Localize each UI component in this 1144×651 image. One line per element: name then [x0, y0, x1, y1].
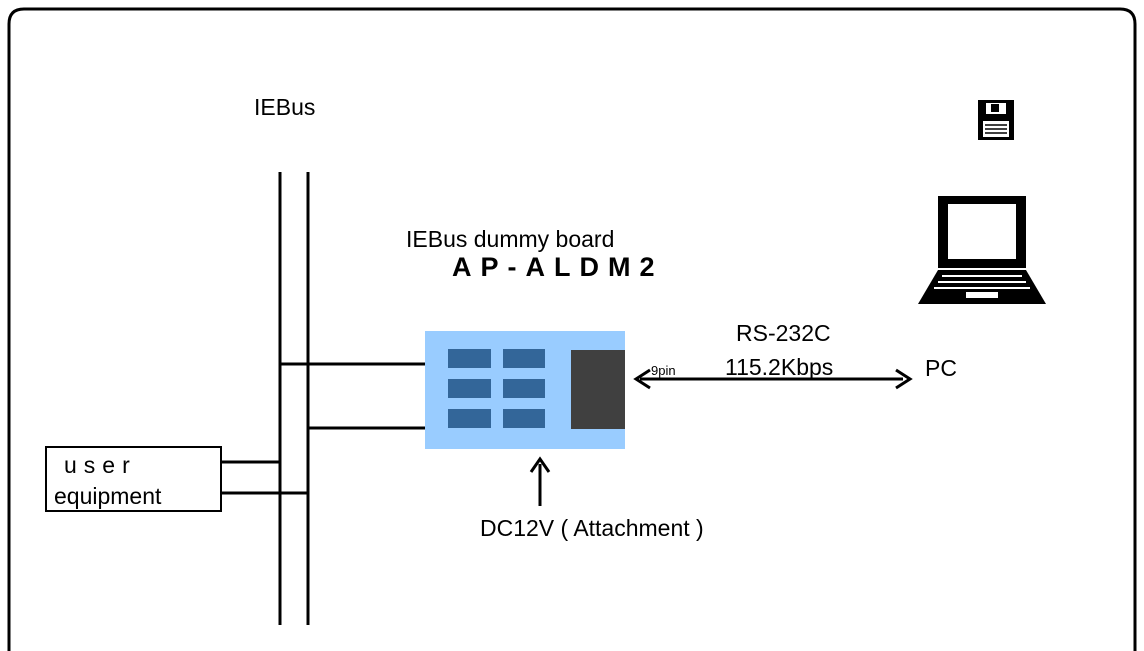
- board-key: [503, 349, 545, 368]
- iebus-label: IEBus: [254, 94, 316, 120]
- outer-frame: [7, 7, 1137, 651]
- link-protocol-label: RS-232C: [736, 320, 831, 346]
- floppy-disk-icon: [978, 100, 1014, 140]
- user-equipment-label-line1: user: [64, 452, 137, 478]
- board-key: [448, 379, 491, 398]
- board-key: [448, 409, 491, 428]
- power-arrow: [529, 456, 551, 506]
- board-connector: [571, 350, 625, 429]
- board-key: [503, 409, 545, 428]
- link-rate-label: 115.2Kbps: [725, 354, 834, 380]
- rs232c-link-arrow: [633, 368, 913, 390]
- laptop-icon: [918, 196, 1046, 304]
- dummy-board: [425, 331, 625, 449]
- board-description: IEBus dummy board: [406, 226, 615, 252]
- pc-label: PC: [925, 355, 957, 381]
- user-equipment-box: [45, 446, 222, 512]
- power-label: DC12V ( Attachment ): [480, 515, 704, 541]
- board-model-label: AP-ALDM2: [452, 252, 664, 282]
- connector-label: 9pin: [651, 363, 676, 378]
- board-key: [448, 349, 491, 368]
- user-equipment-label-line2: equipment: [54, 483, 162, 509]
- board-key: [503, 379, 545, 398]
